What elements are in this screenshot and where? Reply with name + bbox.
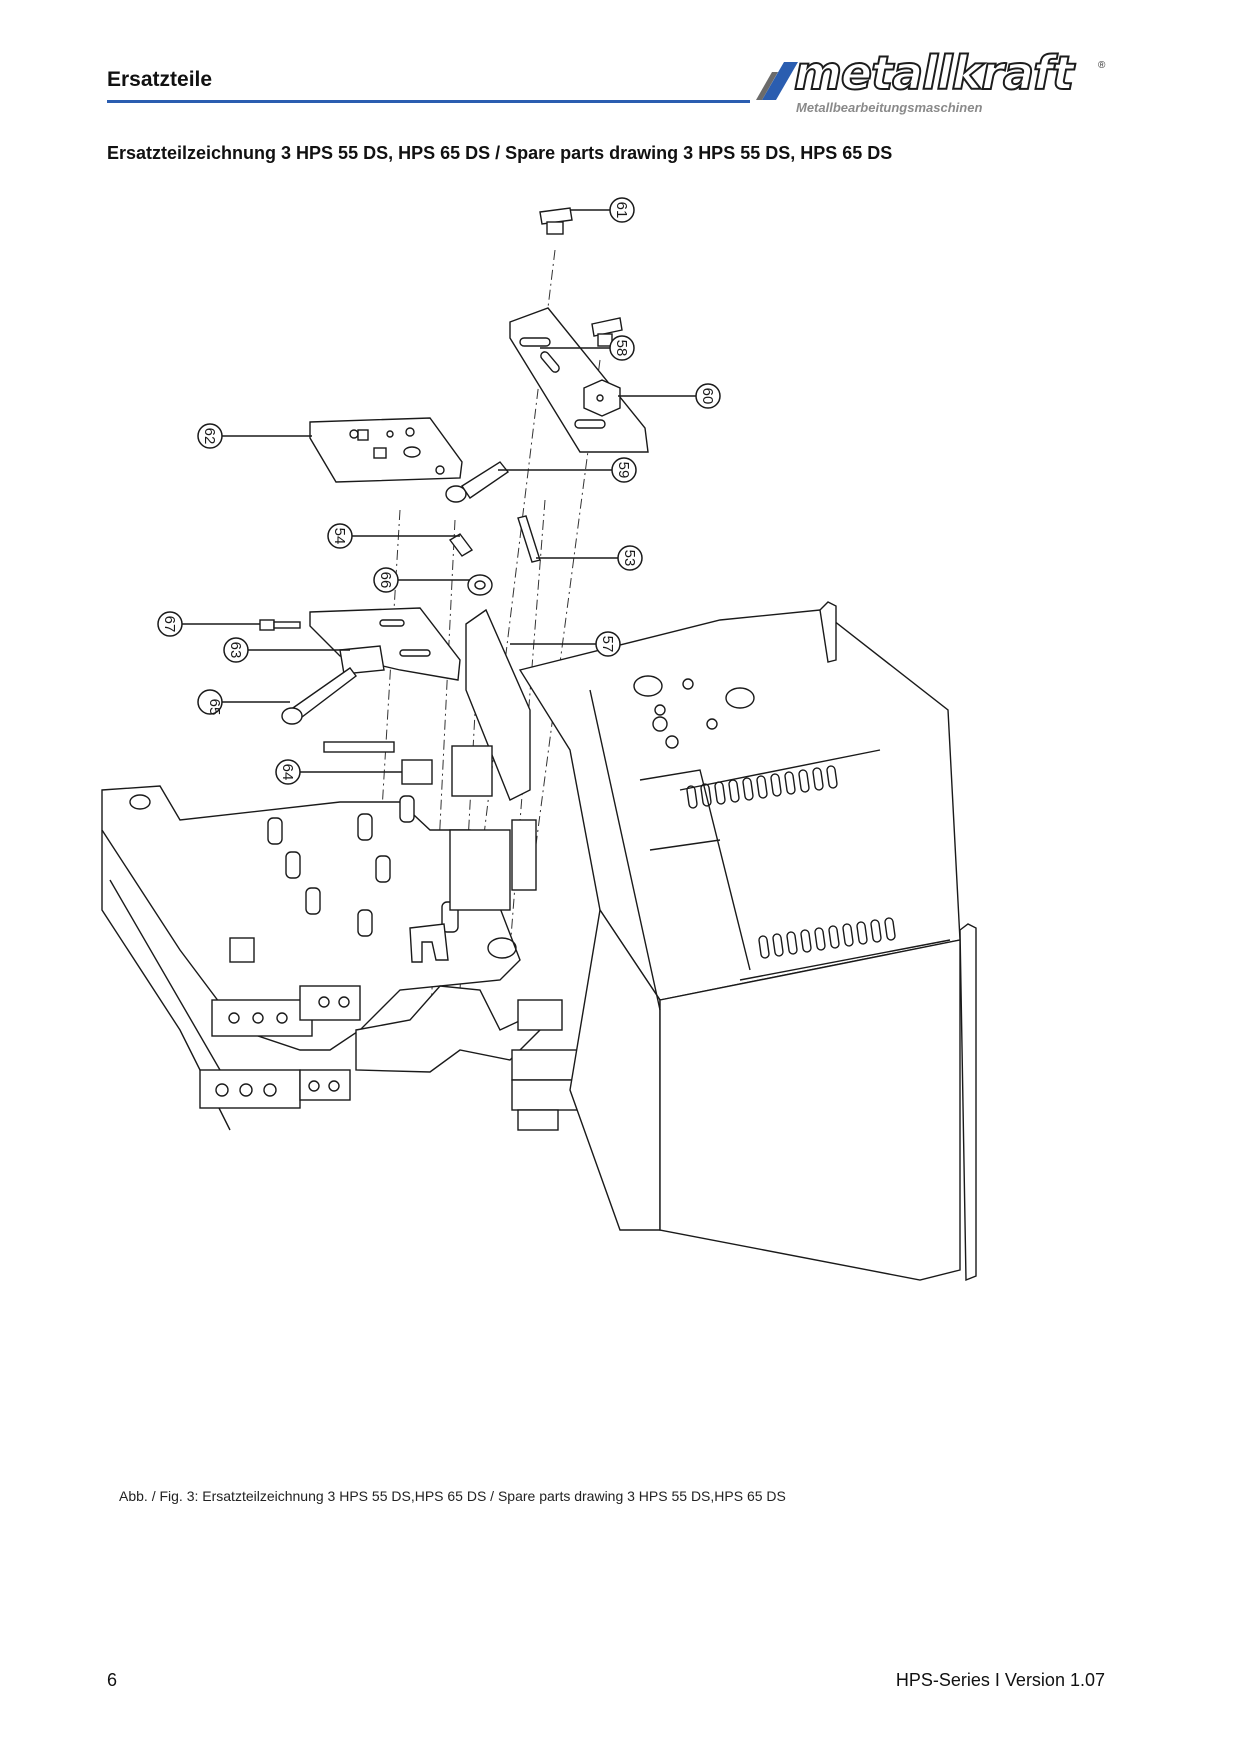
vent-slots-lower (758, 917, 896, 959)
callout-57: 57 (510, 631, 621, 657)
logo-mark-icon (756, 62, 798, 100)
part-64-strip (323, 741, 433, 785)
part-66-roller (467, 574, 493, 596)
callout-67: 67 (157, 611, 260, 637)
machine-housing (518, 601, 977, 1282)
svg-text:60: 60 (699, 388, 716, 405)
exploded-parts-drawing: 61 58 60 62 59 54 53 66 67 (101, 197, 977, 1282)
svg-text:57: 57 (599, 636, 616, 653)
svg-text:64: 64 (279, 764, 296, 781)
document-version: HPS-Series I Version 1.07 (895, 1670, 1105, 1690)
logo-subtitle: Metallbearbeitungsmaschinen (796, 100, 983, 115)
part-54-pin (448, 533, 474, 557)
slotted-bracket-plate (509, 307, 649, 453)
callout-60: 60 (618, 383, 721, 409)
svg-text:65: 65 (206, 699, 223, 716)
svg-text:53: 53 (621, 550, 638, 567)
machine-base-frame (101, 745, 633, 1131)
page-number: 6 (107, 1670, 118, 1690)
svg-text:59: 59 (615, 462, 632, 479)
svg-text:61: 61 (613, 202, 630, 219)
logo-wordmark: metallkraft (793, 45, 1075, 101)
svg-text:63: 63 (227, 642, 244, 659)
svg-text:67: 67 (161, 616, 178, 633)
svg-text:58: 58 (613, 340, 630, 357)
callout-59: 59 (498, 457, 637, 483)
header-rule (107, 100, 750, 103)
callout-54: 54 (327, 523, 460, 549)
svg-text:66: 66 (377, 572, 394, 589)
part-53-pad (517, 515, 541, 563)
callout-65: 65 (197, 689, 290, 716)
part-65-handle (281, 667, 357, 725)
section-title: Ersatzteile (107, 68, 213, 91)
callout-63: 63 (223, 637, 350, 663)
part-59-pin (445, 461, 510, 503)
clamp-bar-assembly (199, 985, 633, 1131)
roller-columns (267, 795, 459, 937)
callout-58: 58 (540, 335, 635, 361)
callout-66: 66 (373, 567, 470, 593)
part-61-knob (539, 207, 573, 235)
callout-61: 61 (570, 197, 635, 223)
vent-slots-upper (686, 765, 838, 809)
part-62-plate (309, 417, 463, 483)
part-60-block (583, 379, 621, 417)
callout-53: 53 (536, 545, 643, 571)
drawing-title: Ersatzteilzeichnung 3 HPS 55 DS, HPS 65 … (107, 143, 893, 163)
callout-64: 64 (275, 759, 402, 785)
part-67-screw (259, 619, 301, 631)
part-63-bracket (309, 607, 461, 681)
figure-caption: Abb. / Fig. 3: Ersatzteilzeichnung 3 HPS… (119, 1488, 786, 1504)
svg-text:62: 62 (201, 428, 218, 445)
logo-registered-mark: ® (1098, 60, 1106, 71)
svg-text:54: 54 (331, 528, 348, 545)
callout-62: 62 (197, 423, 312, 449)
part-58-knob (591, 317, 623, 347)
brand-logo: metallkraft ® Metallbearbeitungsmaschine… (752, 45, 1112, 120)
part-57-plate (465, 608, 531, 801)
